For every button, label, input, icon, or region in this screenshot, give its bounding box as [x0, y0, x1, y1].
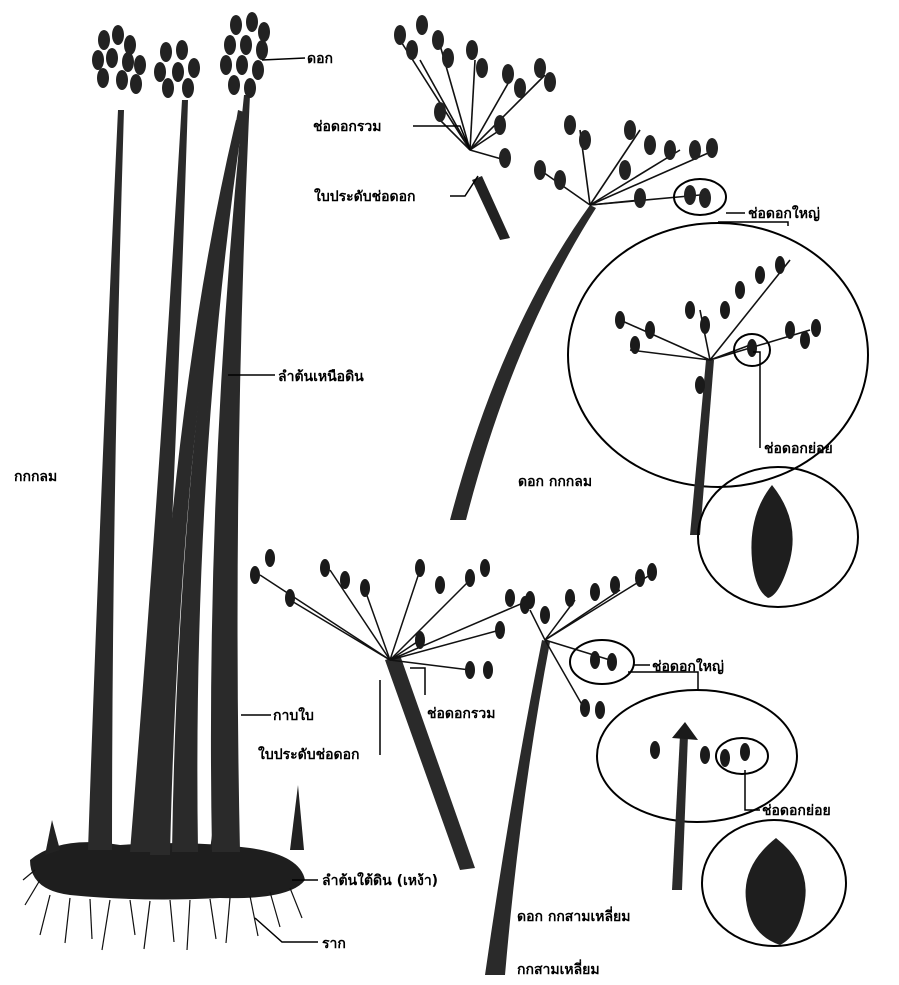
label-rhizome: ลำต้นใต้ดิน (เหง้า) — [322, 871, 438, 889]
label-flower: ดอก — [307, 51, 333, 67]
label-bract-bottom: ใบประดับช่อดอก — [258, 745, 360, 763]
label-umbel-bottom: ช่อดอกรวม — [427, 706, 496, 722]
label-plant-kokklom: กกกลม — [14, 469, 57, 485]
plant-kokklom — [23, 12, 305, 950]
label-umbel-top: ช่อดอกรวม — [313, 119, 382, 135]
label-spikelet-cluster-top: ช่อดอกใหญ่ — [748, 204, 820, 222]
label-stem-above: ลำต้นเหนือดิน — [278, 369, 364, 385]
stems-above-ground — [88, 95, 250, 855]
umbel-top-drawing — [394, 15, 556, 240]
label-spikelet-cluster-bottom: ช่อดอกใหญ่ — [652, 657, 724, 675]
label-spikelet-bottom: ช่อดอกย่อย — [762, 803, 831, 819]
label-flower-koksamliam: ดอก กกสามเหลี่ยม — [517, 906, 630, 925]
flower-heads-left — [92, 12, 270, 98]
label-spikelet-top: ช่อดอกย่อย — [764, 441, 833, 457]
label-plant-koksamliam: กกสามเหลี่ยม — [517, 959, 600, 978]
label-flower-kokklom: ดอก กกกลม — [518, 474, 592, 490]
label-bract-top: ใบประดับช่อดอก — [314, 187, 416, 205]
label-root: ราก — [322, 936, 346, 952]
label-sheath: กาบใบ — [273, 706, 314, 724]
flower-kokklom-drawing — [450, 115, 868, 607]
